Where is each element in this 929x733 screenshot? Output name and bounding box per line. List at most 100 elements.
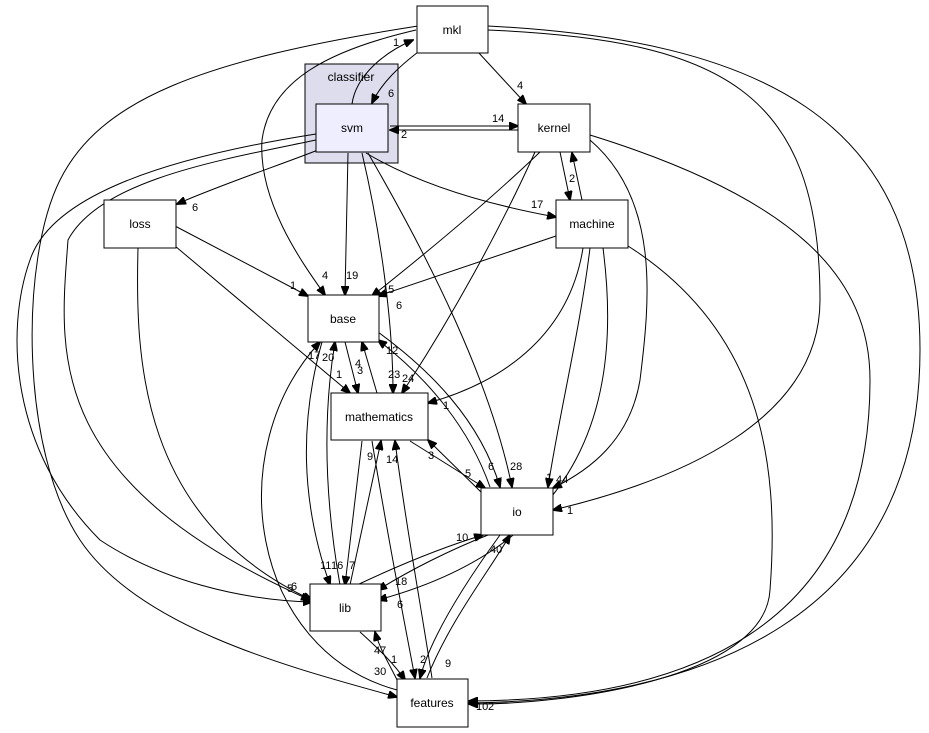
edge-svm-io — [367, 152, 512, 487]
edge-label: 1 — [443, 400, 449, 412]
node-features[interactable]: features — [396, 678, 469, 728]
edge-svm-loss — [177, 149, 319, 204]
node-label-base: base — [330, 312, 356, 326]
edge-base-math — [344, 341, 358, 393]
edge-mkl-svm — [372, 51, 419, 103]
edge-label: 1 — [393, 37, 399, 49]
edge-label: 6 — [291, 581, 297, 593]
edge-features-io — [426, 535, 510, 679]
node-io[interactable]: io — [480, 487, 554, 536]
edge-loss-math — [174, 245, 350, 393]
edge-label: 18 — [395, 576, 407, 588]
edge-loss-base — [174, 225, 308, 296]
edge-machine-lib — [378, 247, 609, 600]
edge-io-features — [420, 534, 501, 678]
edge-svm-left-lib — [16, 133, 317, 602]
node-label-kernel: kernel — [538, 121, 571, 135]
edge-svm-lib — [63, 139, 317, 600]
edge-label: 1 — [336, 369, 342, 381]
edge-label: 12 — [386, 345, 398, 357]
edge-mkl-left-features — [31, 25, 419, 697]
node-label-mathematics: mathematics — [345, 410, 413, 424]
edge-label: 2 — [420, 654, 426, 666]
edge-math-io — [409, 440, 485, 488]
edge-label: 2 — [488, 701, 494, 713]
edge-features-lib — [375, 632, 399, 683]
edge-label: 10 — [476, 701, 488, 713]
edge-label: 5 — [465, 468, 471, 480]
edge-label: 14 — [492, 113, 504, 125]
edge-label: 10 — [456, 532, 468, 544]
edge-label: 19 — [346, 270, 358, 282]
edge-label: 17 — [308, 350, 320, 362]
node-mathematics[interactable]: mathematics — [330, 392, 429, 441]
edge-label: 4 — [355, 358, 361, 370]
node-kernel[interactable]: kernel — [517, 103, 591, 153]
edge-lib-io — [356, 535, 483, 586]
edge-label: 2 — [401, 129, 407, 141]
edge-label: 20 — [322, 352, 334, 364]
edge-label: 6 — [192, 202, 198, 214]
node-label-io: io — [512, 505, 522, 519]
edge-kernel-base — [372, 151, 541, 296]
edge-kernel-io — [553, 139, 648, 488]
edge-label: 6 — [396, 300, 402, 312]
edge-label: 24 — [402, 373, 414, 385]
edge-io-math — [428, 440, 484, 495]
edge-label: 1 — [290, 280, 296, 292]
edge-label: 6 — [388, 88, 394, 100]
edge-label: 7 — [349, 560, 355, 572]
node-svm[interactable]: svm — [315, 103, 389, 153]
edge-base-lib-a — [305, 341, 330, 585]
edge-label: 2 — [569, 173, 575, 185]
edge-label: 28 — [510, 461, 522, 473]
node-lib[interactable]: lib — [309, 583, 382, 632]
edge-label: 30 — [374, 666, 386, 678]
edge-svm-base — [345, 152, 348, 295]
edge-loss-lib — [136, 247, 312, 600]
edge-machine-base — [378, 235, 557, 296]
edge-kernel-machine — [559, 151, 570, 200]
edge-io-lib — [378, 534, 489, 590]
edge-label: 1 — [567, 505, 573, 517]
node-label-lib: lib — [339, 601, 351, 615]
edge-label: 17 — [531, 199, 543, 211]
node-mkl[interactable]: mkl — [416, 5, 489, 54]
edge-math-lib — [345, 440, 363, 585]
node-label-features: features — [410, 696, 453, 710]
edge-kernel-features — [469, 134, 871, 701]
cluster-label: classifier — [328, 70, 375, 84]
edge-math-base — [362, 342, 378, 394]
edge-label: 9 — [367, 451, 373, 463]
edge-lib-base — [326, 342, 341, 586]
node-label-loss: loss — [129, 217, 150, 231]
edges — [16, 25, 921, 704]
edge-label: 16 — [331, 560, 343, 572]
edge-svm-machine — [365, 152, 556, 217]
edge-label: 9 — [445, 658, 451, 670]
node-loss[interactable]: loss — [103, 199, 177, 249]
edge-base-io — [377, 331, 500, 487]
edge-label: 44 — [556, 474, 568, 486]
edge-label: 3 — [428, 450, 434, 462]
edge-features-math — [395, 441, 433, 679]
node-label-mkl: mkl — [443, 23, 462, 37]
edge-label: 4 — [322, 270, 328, 282]
edge-label: 1 — [546, 472, 552, 484]
edge-label: 4 — [517, 80, 523, 92]
edge-label: 6 — [488, 461, 494, 473]
edge-machine-kernel — [572, 153, 583, 201]
edge-label: 1 — [391, 654, 397, 666]
edge-label: 15 — [382, 284, 394, 296]
edge-math-features — [371, 440, 415, 678]
node-base[interactable]: base — [307, 294, 380, 343]
node-machine[interactable]: machine — [555, 199, 629, 249]
edge-features-base — [261, 342, 398, 691]
edge-kernel-math — [402, 151, 536, 393]
edge-lib-features — [359, 631, 405, 680]
edge-mkl-base — [261, 29, 417, 295]
edge-label: 23 — [388, 369, 400, 381]
edge-label: 6 — [397, 599, 403, 611]
edge-svm-math — [361, 152, 393, 393]
